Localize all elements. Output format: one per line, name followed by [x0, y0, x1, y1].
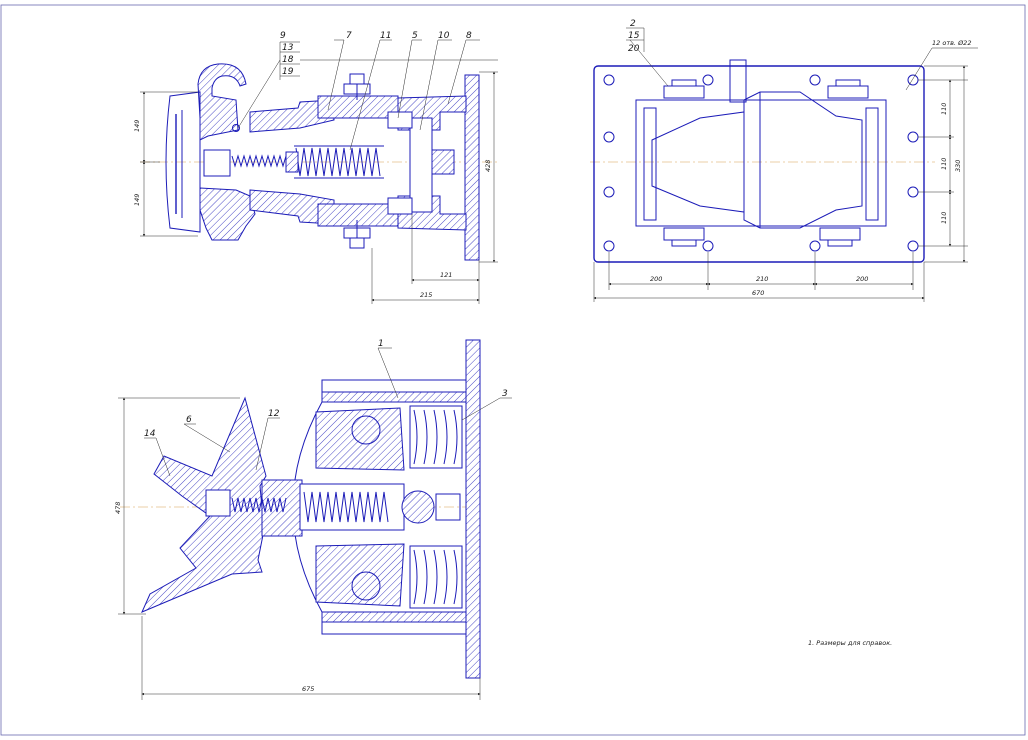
pos-label-20: 20: [628, 44, 640, 54]
pos-label-18: 18: [282, 55, 294, 65]
coupler-head-bottom: [141, 396, 267, 613]
dim-149-lower: 149: [133, 194, 141, 206]
dim-110-a: 110: [940, 103, 948, 115]
pos-label-8: 8: [466, 31, 472, 41]
sheet-frame: [0, 4, 1026, 736]
dim-200-right: 200: [856, 275, 868, 283]
rubber-absorber-upper: [409, 405, 463, 469]
drawing-note: 1. Размеры для справок.: [808, 639, 892, 647]
bottom-section-view: 1 3 6 12 14 478 675: [114, 339, 512, 700]
dim-110-c: 110: [940, 212, 948, 224]
pos-label-14: 14: [144, 429, 156, 439]
dim-200-left: 200: [650, 275, 662, 283]
mounting-plate-bottom: [465, 339, 481, 679]
rubber-absorber-lower: [409, 545, 463, 609]
pos-label-11: 11: [380, 31, 391, 41]
bottom-main-spring: [303, 491, 389, 523]
pos-label-2: 2: [630, 19, 636, 29]
pos-label-19: 19: [282, 67, 294, 77]
dim-149-upper: 149: [133, 120, 141, 132]
dim-210: 210: [756, 275, 768, 283]
pos-label-12: 12: [268, 409, 280, 419]
pos-label-5: 5: [412, 31, 418, 41]
pos-label-9: 9: [280, 31, 286, 41]
pos-label-7: 7: [346, 31, 352, 41]
dim-330: 330: [954, 160, 962, 172]
dim-478: 478: [114, 502, 122, 514]
base-plate: [593, 65, 925, 263]
housing-upper: [317, 95, 399, 119]
dim-215: 215: [420, 291, 432, 299]
coupler-head: [197, 63, 247, 141]
bolt-holes: [603, 74, 919, 252]
pos-label-1: 1: [378, 339, 384, 349]
plan-view: 2 15 20 12 отв. Ø22 110 110 110 330: [590, 19, 978, 302]
pos-label-15: 15: [628, 31, 640, 41]
pos-label-10: 10: [438, 31, 450, 41]
pos-label-6: 6: [186, 415, 192, 425]
dim-670: 670: [752, 289, 764, 297]
pos-label-13: 13: [282, 43, 294, 53]
small-spring: [231, 154, 287, 168]
main-spring: [295, 147, 381, 177]
dim-121: 121: [440, 271, 452, 279]
plunger: [409, 117, 433, 213]
dim-110-b: 110: [940, 158, 948, 170]
pos-label-3: 3: [502, 389, 508, 399]
top-section-view: 9 13 18 19 7 11 5 10 8 149 149 428 121 2…: [133, 31, 498, 304]
dim-675: 675: [302, 685, 314, 693]
dim-428: 428: [484, 160, 492, 172]
mounting-plate: [464, 74, 480, 261]
holes-callout: 12 отв. Ø22: [932, 39, 971, 47]
